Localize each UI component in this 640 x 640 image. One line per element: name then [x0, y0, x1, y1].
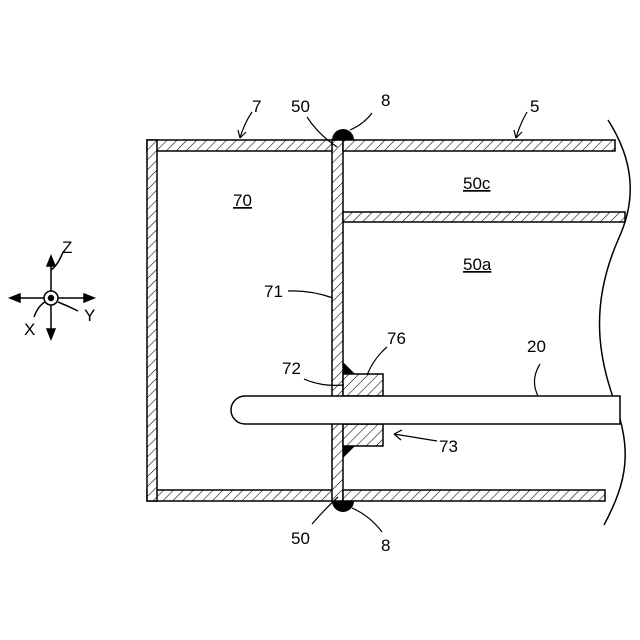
label-weld-8-top: 8	[381, 91, 390, 110]
label-flange-50-top: 50	[291, 97, 310, 116]
partition-wall-71	[332, 140, 343, 501]
rod-20	[231, 396, 620, 424]
weld-bead-top	[332, 129, 354, 140]
label-body-5: 5	[530, 97, 539, 116]
weld-bead-bottom	[332, 501, 354, 512]
label-rod-20: 20	[527, 337, 546, 356]
label-chamber-70: 70	[233, 191, 252, 210]
axis-label-x: X	[24, 320, 35, 339]
axis-indicator	[10, 252, 94, 339]
axis-label-z: Z	[62, 238, 72, 257]
leader-lines	[238, 112, 540, 532]
label-flange-50-bottom: 50	[291, 529, 310, 548]
label-part-73: 73	[439, 437, 458, 456]
label-housing-7: 7	[252, 97, 261, 116]
label-weld-8-bottom: 8	[381, 536, 390, 555]
label-chamber-50c: 50c	[463, 174, 491, 193]
axis-label-y: Y	[84, 306, 95, 325]
label-part-72: 72	[282, 359, 301, 378]
break-line	[600, 120, 631, 525]
label-chamber-50a: 50a	[463, 255, 492, 274]
body-5-walls	[343, 140, 625, 501]
label-part-76: 76	[387, 329, 406, 348]
label-wall-71: 71	[264, 282, 283, 301]
